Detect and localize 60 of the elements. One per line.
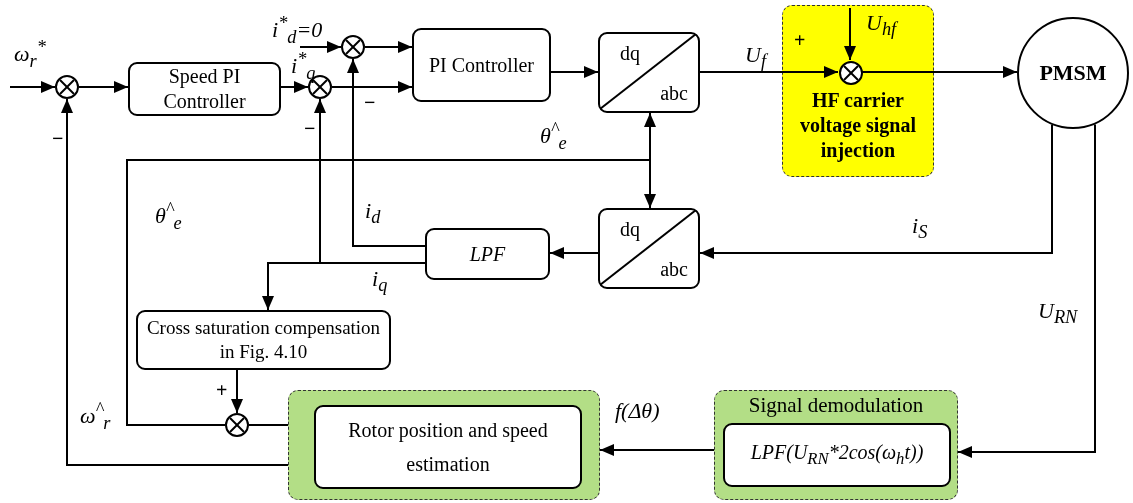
arrow <box>9 81 56 93</box>
edge-label: U$_{hf}$ <box>866 12 897 39</box>
edge-label: U$_{f}$ <box>745 44 766 71</box>
edge-label: i$_{S}$ <box>912 215 928 242</box>
arrow <box>550 66 599 78</box>
arrow <box>280 81 309 93</box>
process-box <box>412 28 551 102</box>
edge-label: i$_{q}$ <box>372 268 388 295</box>
box-label: dq <box>620 42 640 65</box>
injection-block <box>782 5 934 177</box>
arrow <box>61 98 289 466</box>
arrow <box>844 7 856 61</box>
arrow <box>364 41 413 53</box>
process-box <box>425 228 550 280</box>
edge-label: U$_{RN}$ <box>1038 300 1078 327</box>
process-box <box>314 405 582 489</box>
transform-box <box>598 32 700 113</box>
box-label: dq <box>620 218 640 241</box>
box-label: Rotor position and speed estimation <box>347 418 549 477</box>
arrow <box>78 81 129 93</box>
summing-junction <box>55 75 79 99</box>
sign-label: − <box>52 128 64 148</box>
group-panel <box>288 390 600 500</box>
sign-label: − <box>364 92 376 112</box>
edge-label: i$_{d}$ <box>365 200 381 227</box>
arrow <box>231 369 243 414</box>
box-label: LPF <box>469 241 506 267</box>
process-box <box>128 62 281 116</box>
process-box <box>723 423 951 487</box>
arrow <box>699 123 1053 259</box>
sign-label: + <box>794 30 806 50</box>
box-label: abc <box>660 258 688 281</box>
block-title: HF carrier voltage signal injection <box>798 88 918 163</box>
connector-line <box>248 424 289 426</box>
sign-label: − <box>304 118 316 138</box>
arrow <box>861 66 1018 78</box>
box-label: Speed PI Controller <box>162 64 247 114</box>
summing-junction <box>341 35 365 59</box>
arrow <box>262 262 426 311</box>
sign-label: + <box>216 380 228 400</box>
edge-label: f(Δθ) <box>615 400 660 422</box>
box-label: abc <box>660 82 688 105</box>
arrow <box>299 41 342 53</box>
group-panel <box>714 390 958 500</box>
arrow <box>331 81 413 93</box>
process-box <box>136 310 391 370</box>
box-label: Cross saturation compensation in Fig. 4.10 <box>146 316 381 364</box>
arrow <box>957 123 1096 458</box>
arrow <box>549 247 599 259</box>
box-label: LPF(U$_{RN}$*2cos(ω$_{h}$t)) <box>750 440 924 470</box>
arrow <box>347 58 426 247</box>
summing-junction <box>225 413 249 437</box>
edge-label: i$^{*}$$_{d}$=0 <box>272 14 323 47</box>
transform-box <box>598 208 700 289</box>
box-label: PI Controller <box>429 52 534 78</box>
arrow <box>599 444 715 456</box>
arrow <box>699 66 839 78</box>
summing-junction <box>839 61 863 85</box>
group-title: Signal demodulation <box>747 393 925 419</box>
box-label: PMSM <box>1039 60 1107 86</box>
